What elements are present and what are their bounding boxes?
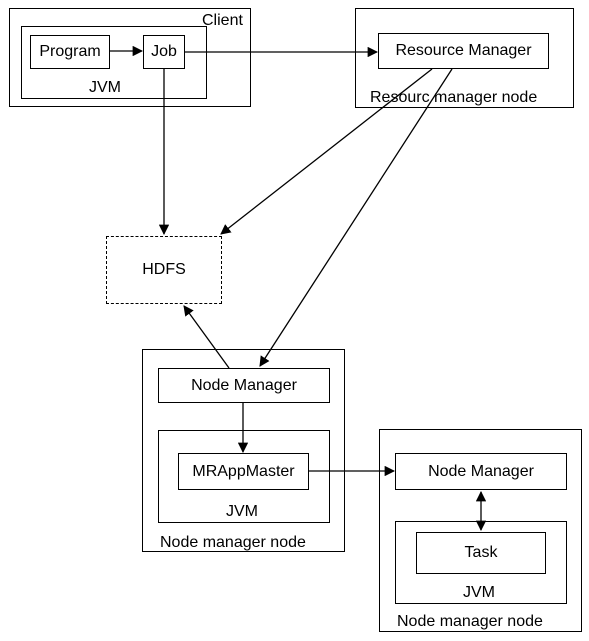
hdfs-box: HDFS bbox=[106, 236, 222, 304]
node-manager-2-jvm-label: JVM bbox=[463, 584, 495, 601]
mrappmaster-box: MRAppMaster bbox=[178, 453, 309, 490]
client-jvm-label: JVM bbox=[89, 79, 121, 96]
node-manager-2-box: Node Manager bbox=[395, 453, 567, 490]
resource-manager-box: Resource Manager bbox=[378, 33, 549, 69]
task-box: Task bbox=[416, 532, 546, 574]
node-manager-node-1-label: Node manager node bbox=[160, 534, 306, 551]
node-manager-1-jvm-label: JVM bbox=[226, 503, 258, 520]
arrow-resource-manager-to-node-manager-1 bbox=[259, 68, 453, 367]
node-manager-1-box: Node Manager bbox=[158, 368, 330, 403]
client-node-label: Client bbox=[202, 12, 243, 29]
program-box: Program bbox=[30, 35, 110, 69]
resource-manager-node-label: Resourc manager node bbox=[370, 89, 538, 106]
job-box: Job bbox=[143, 35, 185, 69]
node-manager-node-2-label: Node manager node bbox=[397, 613, 543, 630]
